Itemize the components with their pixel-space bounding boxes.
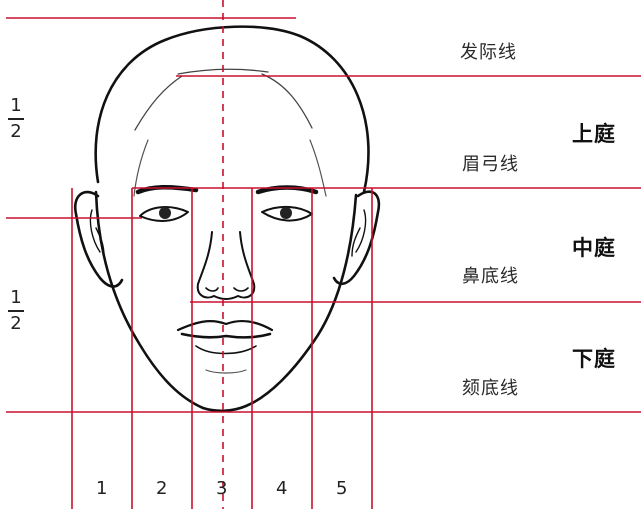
- jaw-outline: [94, 190, 358, 413]
- fraction-top-denominator: 2: [10, 120, 22, 142]
- lower-lip: [195, 345, 257, 355]
- fraction-bottom-bar: [8, 310, 24, 312]
- fraction-top-bar: [8, 118, 24, 120]
- temple-shading: [133, 139, 327, 197]
- column-number-3: 3: [216, 478, 228, 499]
- column-number-4: 4: [276, 478, 288, 499]
- column-number-1: 1: [96, 478, 108, 499]
- right-iris: [280, 207, 292, 219]
- column-number-5: 5: [336, 478, 348, 499]
- right-ear: [332, 190, 381, 286]
- vertical-guides: [71, 0, 373, 509]
- chin-shading: [205, 369, 247, 374]
- fraction-bottom: 1 2: [6, 288, 26, 334]
- label-chin-base: 颏底线: [462, 378, 519, 399]
- label-brow: 眉弓线: [462, 154, 519, 175]
- label-lower-court: 下庭: [572, 347, 616, 371]
- label-upper-court: 上庭: [572, 122, 616, 146]
- column-number-2: 2: [156, 478, 168, 499]
- label-hairline: 发际线: [460, 42, 517, 63]
- left-iris: [159, 207, 171, 219]
- head-outline: [94, 25, 370, 194]
- fraction-bottom-denominator: 2: [10, 312, 22, 334]
- horizontal-guides: [6, 17, 641, 413]
- right-ear-inner: [351, 209, 367, 257]
- left-ear: [73, 190, 124, 288]
- left-ear-inner: [89, 209, 105, 257]
- fraction-top: 1 2: [6, 96, 26, 142]
- label-nose-base: 鼻底线: [462, 266, 519, 287]
- nose: [196, 231, 256, 300]
- fraction-bottom-numerator: 1: [10, 287, 22, 308]
- mouth-line: [180, 332, 272, 339]
- label-middle-court: 中庭: [572, 236, 616, 260]
- nose-nostrils: [205, 287, 249, 292]
- hairline-hint: [134, 68, 313, 131]
- fraction-top-numerator: 1: [10, 95, 22, 116]
- left-eye: [139, 206, 189, 222]
- upper-lip: [176, 320, 274, 332]
